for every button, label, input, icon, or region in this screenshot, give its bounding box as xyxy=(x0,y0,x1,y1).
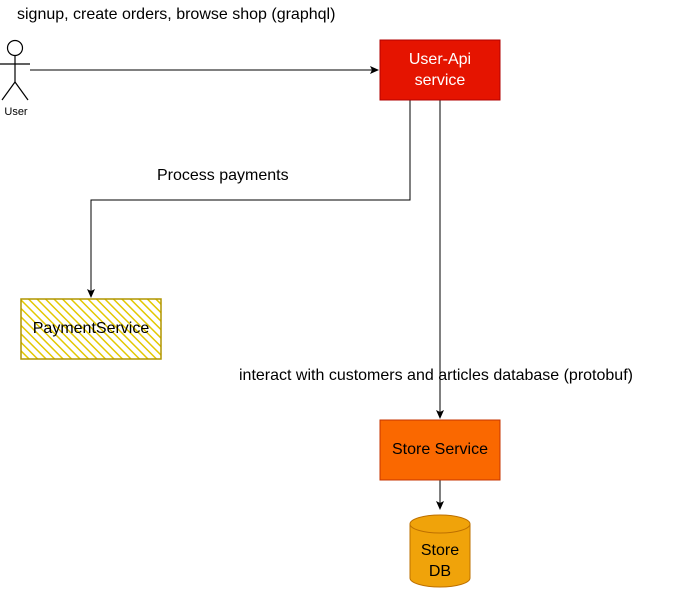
edge-label-api-to-payment: Process payments xyxy=(157,167,289,184)
user-api-service-label: User-Api service xyxy=(408,51,472,89)
edge-label-api-to-store: interact with customers and articles dat… xyxy=(239,367,633,384)
store-service-label: Store Service xyxy=(391,441,489,458)
store-db-cylinder[interactable] xyxy=(409,514,471,588)
store-service-box[interactable] xyxy=(379,419,501,481)
edge-label-user-to-api: signup, create orders, browse shop (grap… xyxy=(17,6,336,23)
edge-api-to-payment xyxy=(87,100,411,298)
payment-service-box[interactable] xyxy=(20,298,162,360)
user-api-service-box[interactable] xyxy=(379,39,501,101)
user-actor-label: User xyxy=(4,106,28,118)
user-actor[interactable] xyxy=(0,39,30,101)
payment-service-label: PaymentService xyxy=(32,320,150,337)
store-db-label: Store DB xyxy=(420,542,460,580)
stick-figure-icon xyxy=(0,39,30,101)
